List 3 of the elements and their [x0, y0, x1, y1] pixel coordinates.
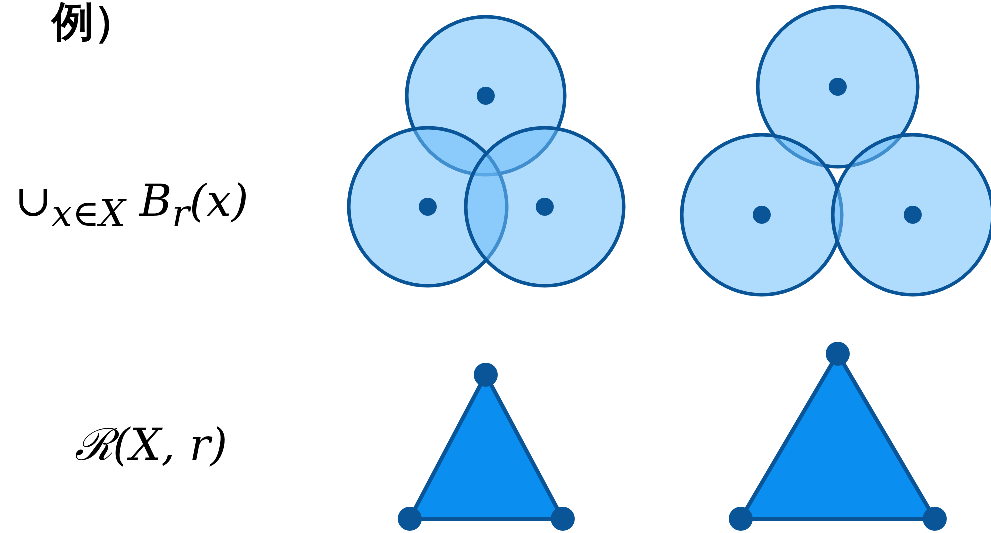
formula-label: ∪$_{x∈X}$ B$_{r}$(x) — [15, 180, 249, 232]
formula-label: ℛ(X, r) — [75, 424, 228, 468]
heading: 例） — [52, 0, 136, 48]
